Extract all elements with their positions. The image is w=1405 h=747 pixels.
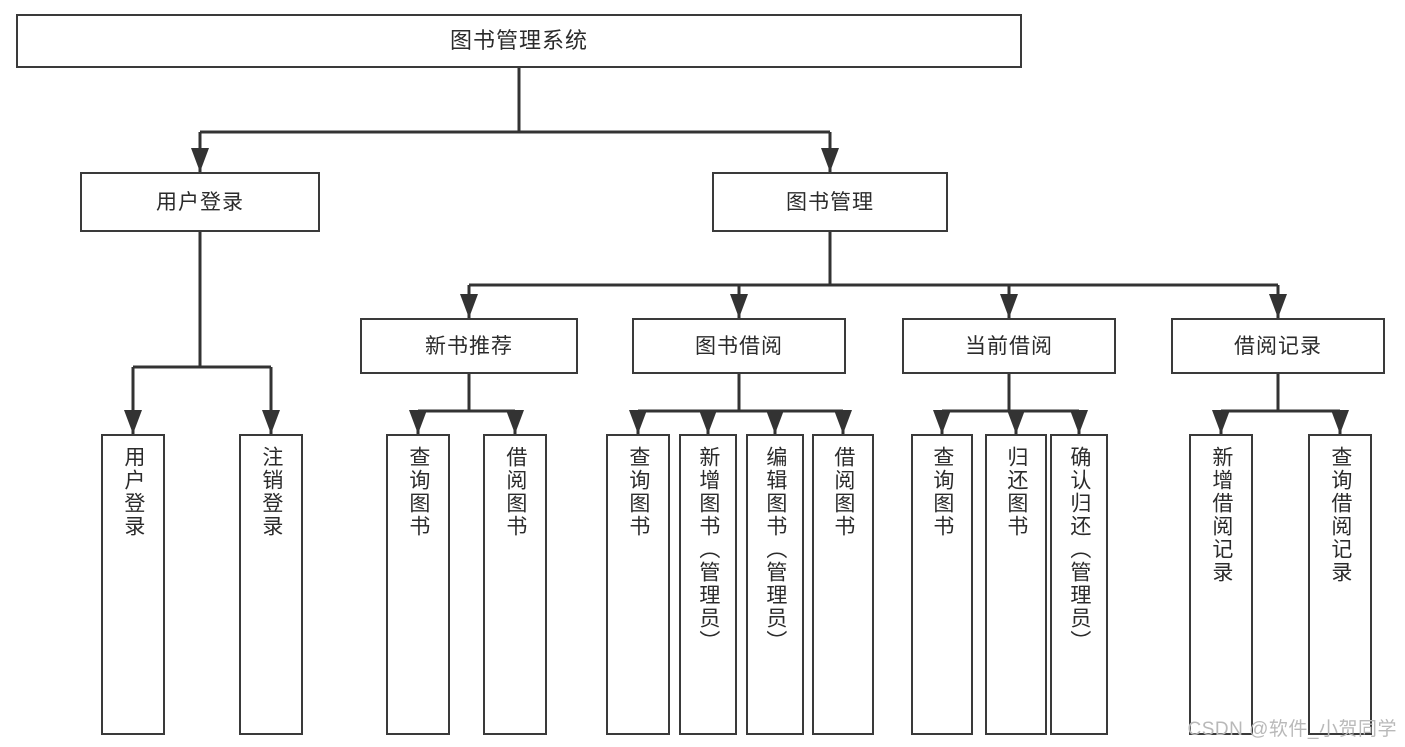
node-label: 图书管理 [786, 190, 874, 214]
node-label: 新书推荐 [425, 334, 513, 358]
node-label: 归还图书 [1004, 446, 1028, 538]
node-record-2[interactable]: 查询借阅记录 [1308, 434, 1372, 735]
node-label: 确认归还（管理员） [1067, 446, 1091, 653]
node-current-3[interactable]: 确认归还（管理员） [1050, 434, 1108, 735]
node-borrow-4[interactable]: 借阅图书 [812, 434, 874, 735]
node-label: 当前借阅 [965, 334, 1053, 358]
node-records[interactable]: 借阅记录 [1171, 318, 1385, 374]
node-newbook[interactable]: 新书推荐 [360, 318, 578, 374]
node-label: 查询图书 [930, 446, 954, 538]
node-borrow-3[interactable]: 编辑图书（管理员） [746, 434, 804, 735]
node-current[interactable]: 当前借阅 [902, 318, 1116, 374]
node-label: 用户登录 [156, 190, 244, 214]
node-current-1[interactable]: 查询图书 [911, 434, 973, 735]
node-label: 查询借阅记录 [1328, 446, 1352, 584]
node-label: 图书管理系统 [449, 28, 588, 53]
node-label: 借阅图书 [831, 446, 855, 538]
node-label: 注销登录 [259, 446, 283, 538]
node-newbook-1[interactable]: 查询图书 [386, 434, 450, 735]
node-label: 借阅图书 [503, 446, 527, 538]
node-bookmgmt[interactable]: 图书管理 [712, 172, 948, 232]
node-login-1[interactable]: 用户登录 [101, 434, 165, 735]
node-login[interactable]: 用户登录 [80, 172, 320, 232]
node-login-2[interactable]: 注销登录 [239, 434, 303, 735]
node-label: 用户登录 [121, 446, 145, 538]
node-label: 新增借阅记录 [1209, 446, 1233, 584]
node-current-2[interactable]: 归还图书 [985, 434, 1047, 735]
node-borrowbook[interactable]: 图书借阅 [632, 318, 846, 374]
node-borrow-1[interactable]: 查询图书 [606, 434, 670, 735]
node-label: 编辑图书（管理员） [763, 446, 787, 653]
node-record-1[interactable]: 新增借阅记录 [1189, 434, 1253, 735]
node-newbook-2[interactable]: 借阅图书 [483, 434, 547, 735]
node-label: 图书借阅 [695, 334, 783, 358]
node-label: 查询图书 [626, 446, 650, 538]
node-label: 借阅记录 [1234, 334, 1322, 358]
node-label: 查询图书 [406, 446, 430, 538]
node-label: 新增图书（管理员） [696, 446, 720, 653]
node-root[interactable]: 图书管理系统 [16, 14, 1022, 68]
node-borrow-2[interactable]: 新增图书（管理员） [679, 434, 737, 735]
